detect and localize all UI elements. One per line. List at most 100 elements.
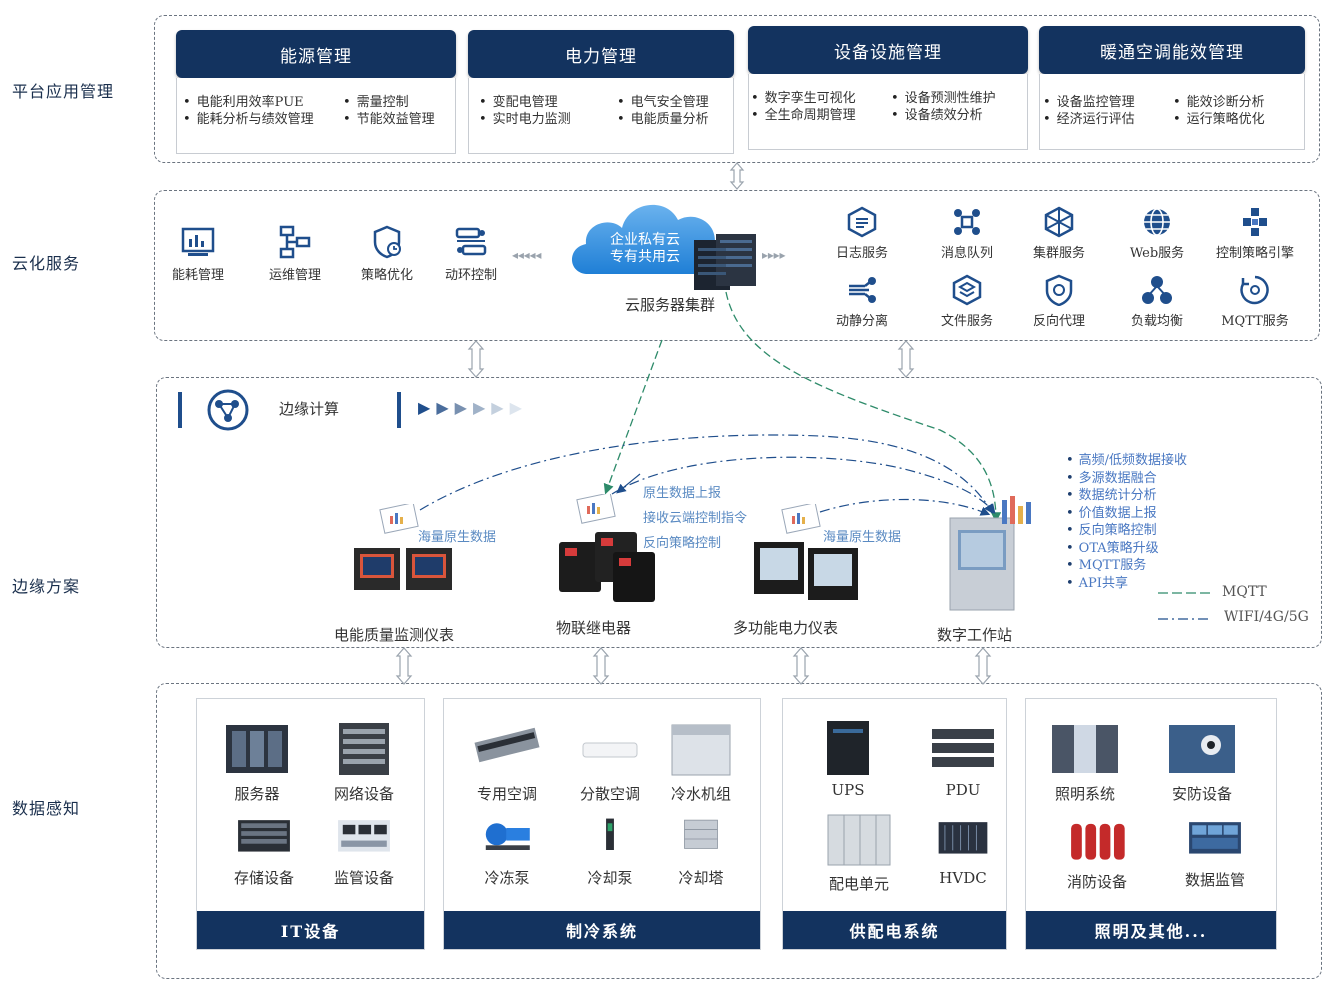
device-lighting: 照明系统 (1035, 721, 1135, 804)
list-item: 高频/低频数据接收 (1066, 452, 1187, 470)
document-chart-icon (379, 504, 419, 534)
card-hvac-management[interactable]: 暖通空调能效管理 设备监控管理 经济运行评估 能效诊断分析 运行策略优化 (1039, 26, 1305, 150)
service-engine[interactable]: 控制策略引擎 (1210, 206, 1300, 261)
hvdc-icon (938, 822, 988, 854)
list-item: 电气安全管理 (617, 94, 709, 111)
card-list-left: 设备监控管理 经济运行评估 (1043, 94, 1135, 128)
storage-array-icon (238, 820, 290, 852)
log-icon (847, 206, 877, 238)
service-label: 日志服务 (835, 246, 888, 261)
legend-mqtt: MQTT (1222, 584, 1267, 600)
list-item: 数据统计分析 (1066, 487, 1187, 505)
shield-clock-icon (373, 225, 401, 259)
device-server: 服务器 (207, 721, 307, 804)
file-icon (952, 274, 982, 306)
chevron-right-icon: ▸ ▸ ▸ ▸ (762, 248, 786, 262)
group-it[interactable]: 服务器 网络设备 存储设备 监管设备 IT设备 (196, 698, 425, 950)
device-distribution: 配电单元 (809, 811, 909, 894)
service-queue[interactable]: 消息队列 (922, 206, 1012, 261)
group-cooling[interactable]: 专用空调 分散空调 冷水机组 冷冻泵 冷却泵 冷却塔 制冷系统 (443, 698, 761, 950)
network-rack-icon (339, 723, 389, 775)
globe-icon (1144, 208, 1170, 236)
service-web[interactable]: Web服务 (1112, 206, 1202, 261)
chiller-icon (671, 724, 731, 776)
double-arrow-icon (467, 340, 485, 378)
chevron-left-icon: ◂ ◂ ◂ ◂ ◂ (512, 248, 541, 262)
service-label: 运维管理 (268, 268, 321, 283)
service-label: 集群服务 (1032, 246, 1085, 261)
card-list-right: 电气安全管理 电能质量分析 (617, 94, 709, 128)
device-cooling-pump: 冷却泵 (560, 817, 660, 888)
service-label: 消息队列 (940, 246, 993, 261)
monitoring-room-icon (338, 820, 390, 852)
power-meter-icon (754, 542, 858, 600)
double-arrow-icon (592, 647, 610, 685)
list-item: 能效诊断分析 (1173, 94, 1265, 111)
edge-title-bar (397, 392, 401, 428)
service-split[interactable]: 动静分离 (817, 274, 907, 329)
service-label: 能耗管理 (171, 268, 224, 283)
service-label: 文件服务 (940, 314, 993, 329)
document-chart-icon (576, 494, 616, 524)
card-power-management[interactable]: 电力管理 变配电管理 实时电力监测 电气安全管理 电能质量分析 (468, 30, 734, 154)
edge-layer-box (156, 377, 1322, 648)
service-balance[interactable]: 负载均衡 (1112, 274, 1202, 329)
service-strategy[interactable]: 策略优化 (342, 224, 432, 283)
double-arrow-icon (729, 162, 745, 190)
device-hvdc: HVDC (913, 819, 1013, 887)
group-lighting[interactable]: 照明系统 安防设备 消防设备 数据监管 照明及其他... (1025, 698, 1277, 950)
cluster-icon (1044, 206, 1074, 238)
group-power[interactable]: UPS PDU 配电单元 HVDC 供配电系统 (782, 698, 1007, 950)
fire-extinguisher-icon (1071, 823, 1125, 860)
list-item: 变配电管理 (479, 94, 571, 111)
queue-icon (954, 209, 980, 235)
note-raw-data: 海量原生数据 (418, 530, 497, 545)
layer-label-cloud: 云化服务 (12, 254, 81, 273)
service-file[interactable]: 文件服务 (922, 274, 1012, 329)
device-data-supervision: 数据监管 (1165, 819, 1265, 890)
server-room-icon (226, 725, 288, 773)
pdu-icon (932, 729, 994, 767)
list-item: API共享 (1066, 575, 1187, 593)
cloud-layer-box (154, 190, 1320, 341)
service-mqtt[interactable]: MQTT服务 (1210, 274, 1300, 329)
device-pdu: PDU (913, 719, 1013, 799)
flow-icon (279, 225, 311, 259)
bar-chart-icon (181, 227, 215, 256)
list-item: 数字孪生可视化 (751, 90, 856, 107)
list-item: 需量控制 (343, 94, 435, 111)
service-log[interactable]: 日志服务 (817, 206, 907, 261)
device-cooling-tower: 冷却塔 (651, 817, 751, 888)
list-item: MQTT服务 (1066, 557, 1187, 575)
group-footer: 供配电系统 (783, 911, 1006, 949)
vertical-pump-icon (606, 818, 614, 850)
list-item: OTA策略升级 (1066, 540, 1187, 558)
list-item: 多源数据融合 (1066, 470, 1187, 488)
service-proxy[interactable]: 反向代理 (1014, 274, 1104, 329)
split-icon (849, 277, 876, 303)
device-label: 数字工作站 (937, 626, 1013, 644)
service-ops[interactable]: 运维管理 (250, 224, 340, 283)
split-ac-icon (582, 742, 638, 758)
balance-icon (1142, 276, 1172, 304)
service-env-control[interactable]: 动环控制 (426, 224, 516, 283)
service-label: 反向代理 (1032, 314, 1085, 329)
data-layer-box (156, 683, 1322, 979)
document-chart-icon (781, 504, 821, 534)
service-label: 动静分离 (835, 314, 888, 329)
switch-icon (455, 227, 487, 256)
card-energy-management[interactable]: 能源管理 电能利用效率PUE 能耗分析与绩效管理 需量控制 节能效益管理 (176, 30, 456, 154)
digital-workstation-icon (949, 496, 1031, 611)
list-item: 反向策略控制 (1066, 522, 1187, 540)
service-label: 控制策略引擎 (1215, 246, 1294, 261)
layer-label-edge: 边缘方案 (12, 577, 81, 596)
service-cluster[interactable]: 集群服务 (1014, 206, 1104, 261)
group-footer: IT设备 (197, 911, 424, 949)
service-energy[interactable]: 能耗管理 (153, 224, 243, 283)
card-facility-management[interactable]: 设备设施管理 数字孪生可视化 全生命周期管理 设备预测性维护 设备绩效分析 (748, 26, 1028, 150)
card-list-left: 变配电管理 实时电力监测 (479, 94, 571, 128)
double-arrow-icon (974, 647, 992, 685)
layer-label-platform: 平台应用管理 (12, 82, 115, 101)
list-item: 经济运行评估 (1043, 111, 1135, 128)
